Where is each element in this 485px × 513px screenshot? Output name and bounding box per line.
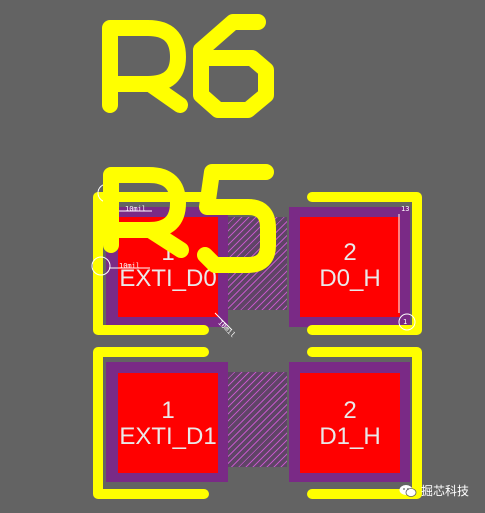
pad-number: 1 bbox=[161, 397, 175, 424]
pad-net: EXTI_D1 bbox=[119, 423, 217, 451]
pad-r5-1[interactable] bbox=[118, 373, 218, 473]
pad-net: D1_H bbox=[319, 423, 381, 451]
designator-r6-letter-r bbox=[102, 20, 188, 113]
watermark: 掘芯科技 bbox=[399, 482, 469, 499]
dim-circle-3 bbox=[398, 313, 416, 331]
dim-circle-2 bbox=[91, 256, 111, 276]
designator-r5-letter-r bbox=[103, 167, 189, 258]
pad-label-r6-2: 2 D0_H bbox=[300, 239, 400, 293]
pad-net: D0_H bbox=[319, 265, 381, 293]
dim-label-4: 13 bbox=[401, 205, 410, 213]
keepout-hatch-bottom bbox=[227, 372, 287, 467]
pad-net: EXTI_D0 bbox=[119, 265, 217, 293]
pad-r6-2[interactable] bbox=[300, 217, 400, 317]
designator-r6-digit-6 bbox=[193, 14, 274, 118]
dim-label-1: 10mil bbox=[125, 205, 147, 213]
designator-r5-digit-5 bbox=[197, 164, 276, 273]
pad-number: 2 bbox=[343, 397, 357, 424]
watermark-text: 掘芯科技 bbox=[421, 484, 470, 498]
pad-number: 2 bbox=[343, 239, 357, 266]
pad-label-r5-1: 1 EXTI_D1 bbox=[118, 397, 218, 451]
pad-r5-2[interactable] bbox=[300, 373, 400, 473]
silk-outline-r6-left bbox=[93, 192, 209, 335]
wechat-icon bbox=[399, 484, 417, 498]
dim-label-5: 1 bbox=[403, 318, 408, 326]
designator-r5: R5 bbox=[0, 0, 1, 1]
silk-outline-r5-left bbox=[93, 347, 209, 499]
pad-label-r5-2: 2 D1_H bbox=[300, 397, 400, 451]
dim-label-2: 10mil bbox=[119, 262, 141, 270]
silk-outline-r6-right bbox=[307, 192, 422, 335]
dim-line-4 bbox=[214, 312, 233, 331]
silk-outline-r5-right bbox=[307, 347, 422, 499]
